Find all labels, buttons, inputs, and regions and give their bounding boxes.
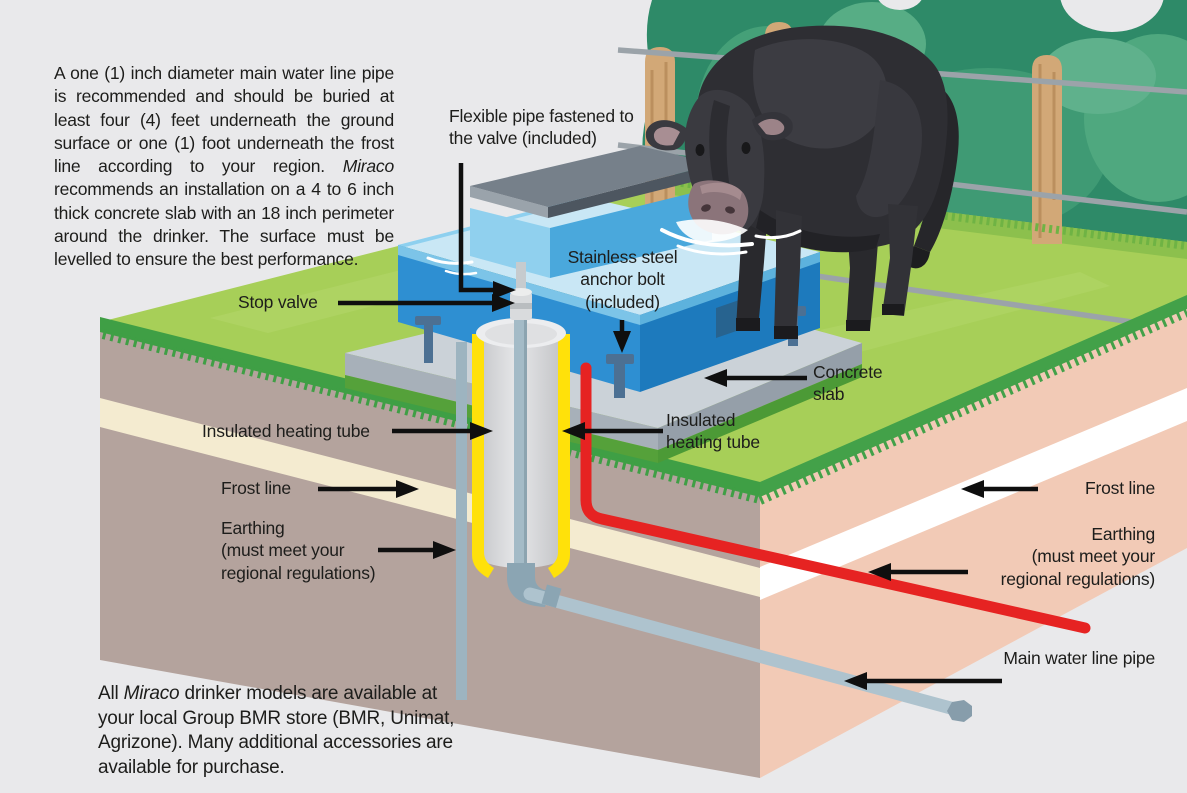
drinker-lid	[470, 146, 716, 218]
cow-leg	[774, 210, 802, 338]
label-stop-valve: Stop valve	[238, 292, 318, 312]
frost-line-right-stripe	[760, 388, 1187, 600]
label-frost-line-right: Frost line	[1085, 478, 1155, 498]
anchor-bolt	[606, 354, 634, 398]
anchor-bolt	[415, 316, 441, 363]
water-pipe-vertical	[514, 300, 527, 575]
arrow-frost-line-left	[318, 480, 419, 498]
drinker-reservoir	[470, 146, 716, 278]
cow-eye	[695, 144, 705, 156]
cow-tail-tuft	[908, 246, 930, 269]
arrow-flexible-pipe	[458, 163, 516, 299]
heating-tube-insulation	[472, 334, 570, 578]
arrow-heating-tube-left	[392, 422, 493, 440]
arrow-heating-tube-mid	[562, 422, 663, 440]
earthing-rod	[456, 342, 467, 700]
cow	[645, 25, 959, 339]
main-water-line-pipe	[523, 587, 965, 717]
soil-right-face	[760, 300, 1187, 778]
frost-line-left-stripe	[100, 398, 760, 597]
arrow-earthing-right	[868, 563, 968, 581]
label-heating-tube-left: Insulated heating tube	[202, 421, 370, 441]
arrow-main-water-line	[844, 672, 1002, 690]
main-pipe-end-cap	[947, 700, 972, 722]
stop-valve	[510, 288, 532, 320]
insulated-heating-tube	[472, 318, 570, 578]
intro-paragraph: A one (1) inch diameter main water line …	[54, 63, 394, 270]
cow-leg	[882, 204, 918, 316]
arrow-frost-line-right	[961, 480, 1038, 498]
arrow-anchor-bolt	[613, 320, 631, 353]
arrow-concrete-slab	[704, 369, 807, 387]
label-main-water-line: Main water line pipe	[1003, 648, 1155, 668]
label-frost-line-left: Frost line	[221, 478, 291, 498]
arrow-stop-valve	[338, 294, 515, 312]
heating-cable	[580, 362, 1091, 634]
flexible-pipe-stub	[516, 262, 526, 290]
footer-paragraph: All Miraco drinker models are available …	[98, 683, 455, 779]
arrow-earthing-left	[378, 541, 456, 559]
cow-eye	[741, 142, 751, 154]
water-ripples	[426, 219, 802, 276]
annotation-arrows	[318, 163, 1038, 690]
